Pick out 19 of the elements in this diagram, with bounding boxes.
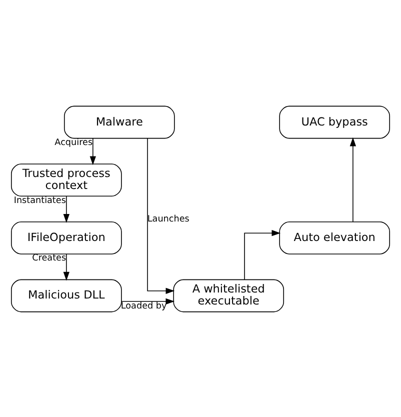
arrow (350, 136, 356, 222)
edge-label: Instantiates (14, 195, 66, 206)
arrow (147, 138, 175, 294)
arrow (90, 137, 96, 165)
node-box: UAC bypass (279, 105, 390, 138)
arrow (63, 195, 70, 222)
edge-label: Loaded by (120, 300, 167, 311)
arrow (244, 230, 281, 280)
node-box: Malware (64, 105, 175, 138)
node-box: Malicious DLL (10, 278, 122, 312)
edge-label: Acquires (54, 137, 93, 148)
arrow (121, 298, 175, 304)
edge-label: Launches (147, 214, 190, 224)
node-box: Trusted process context (10, 163, 122, 196)
node-box: A whitelisted executable (173, 278, 284, 312)
arrow (63, 253, 70, 280)
edge-label: Creates (32, 253, 66, 264)
node-box: Auto elevation (279, 220, 390, 254)
node-box: IFileOperation (10, 220, 122, 254)
